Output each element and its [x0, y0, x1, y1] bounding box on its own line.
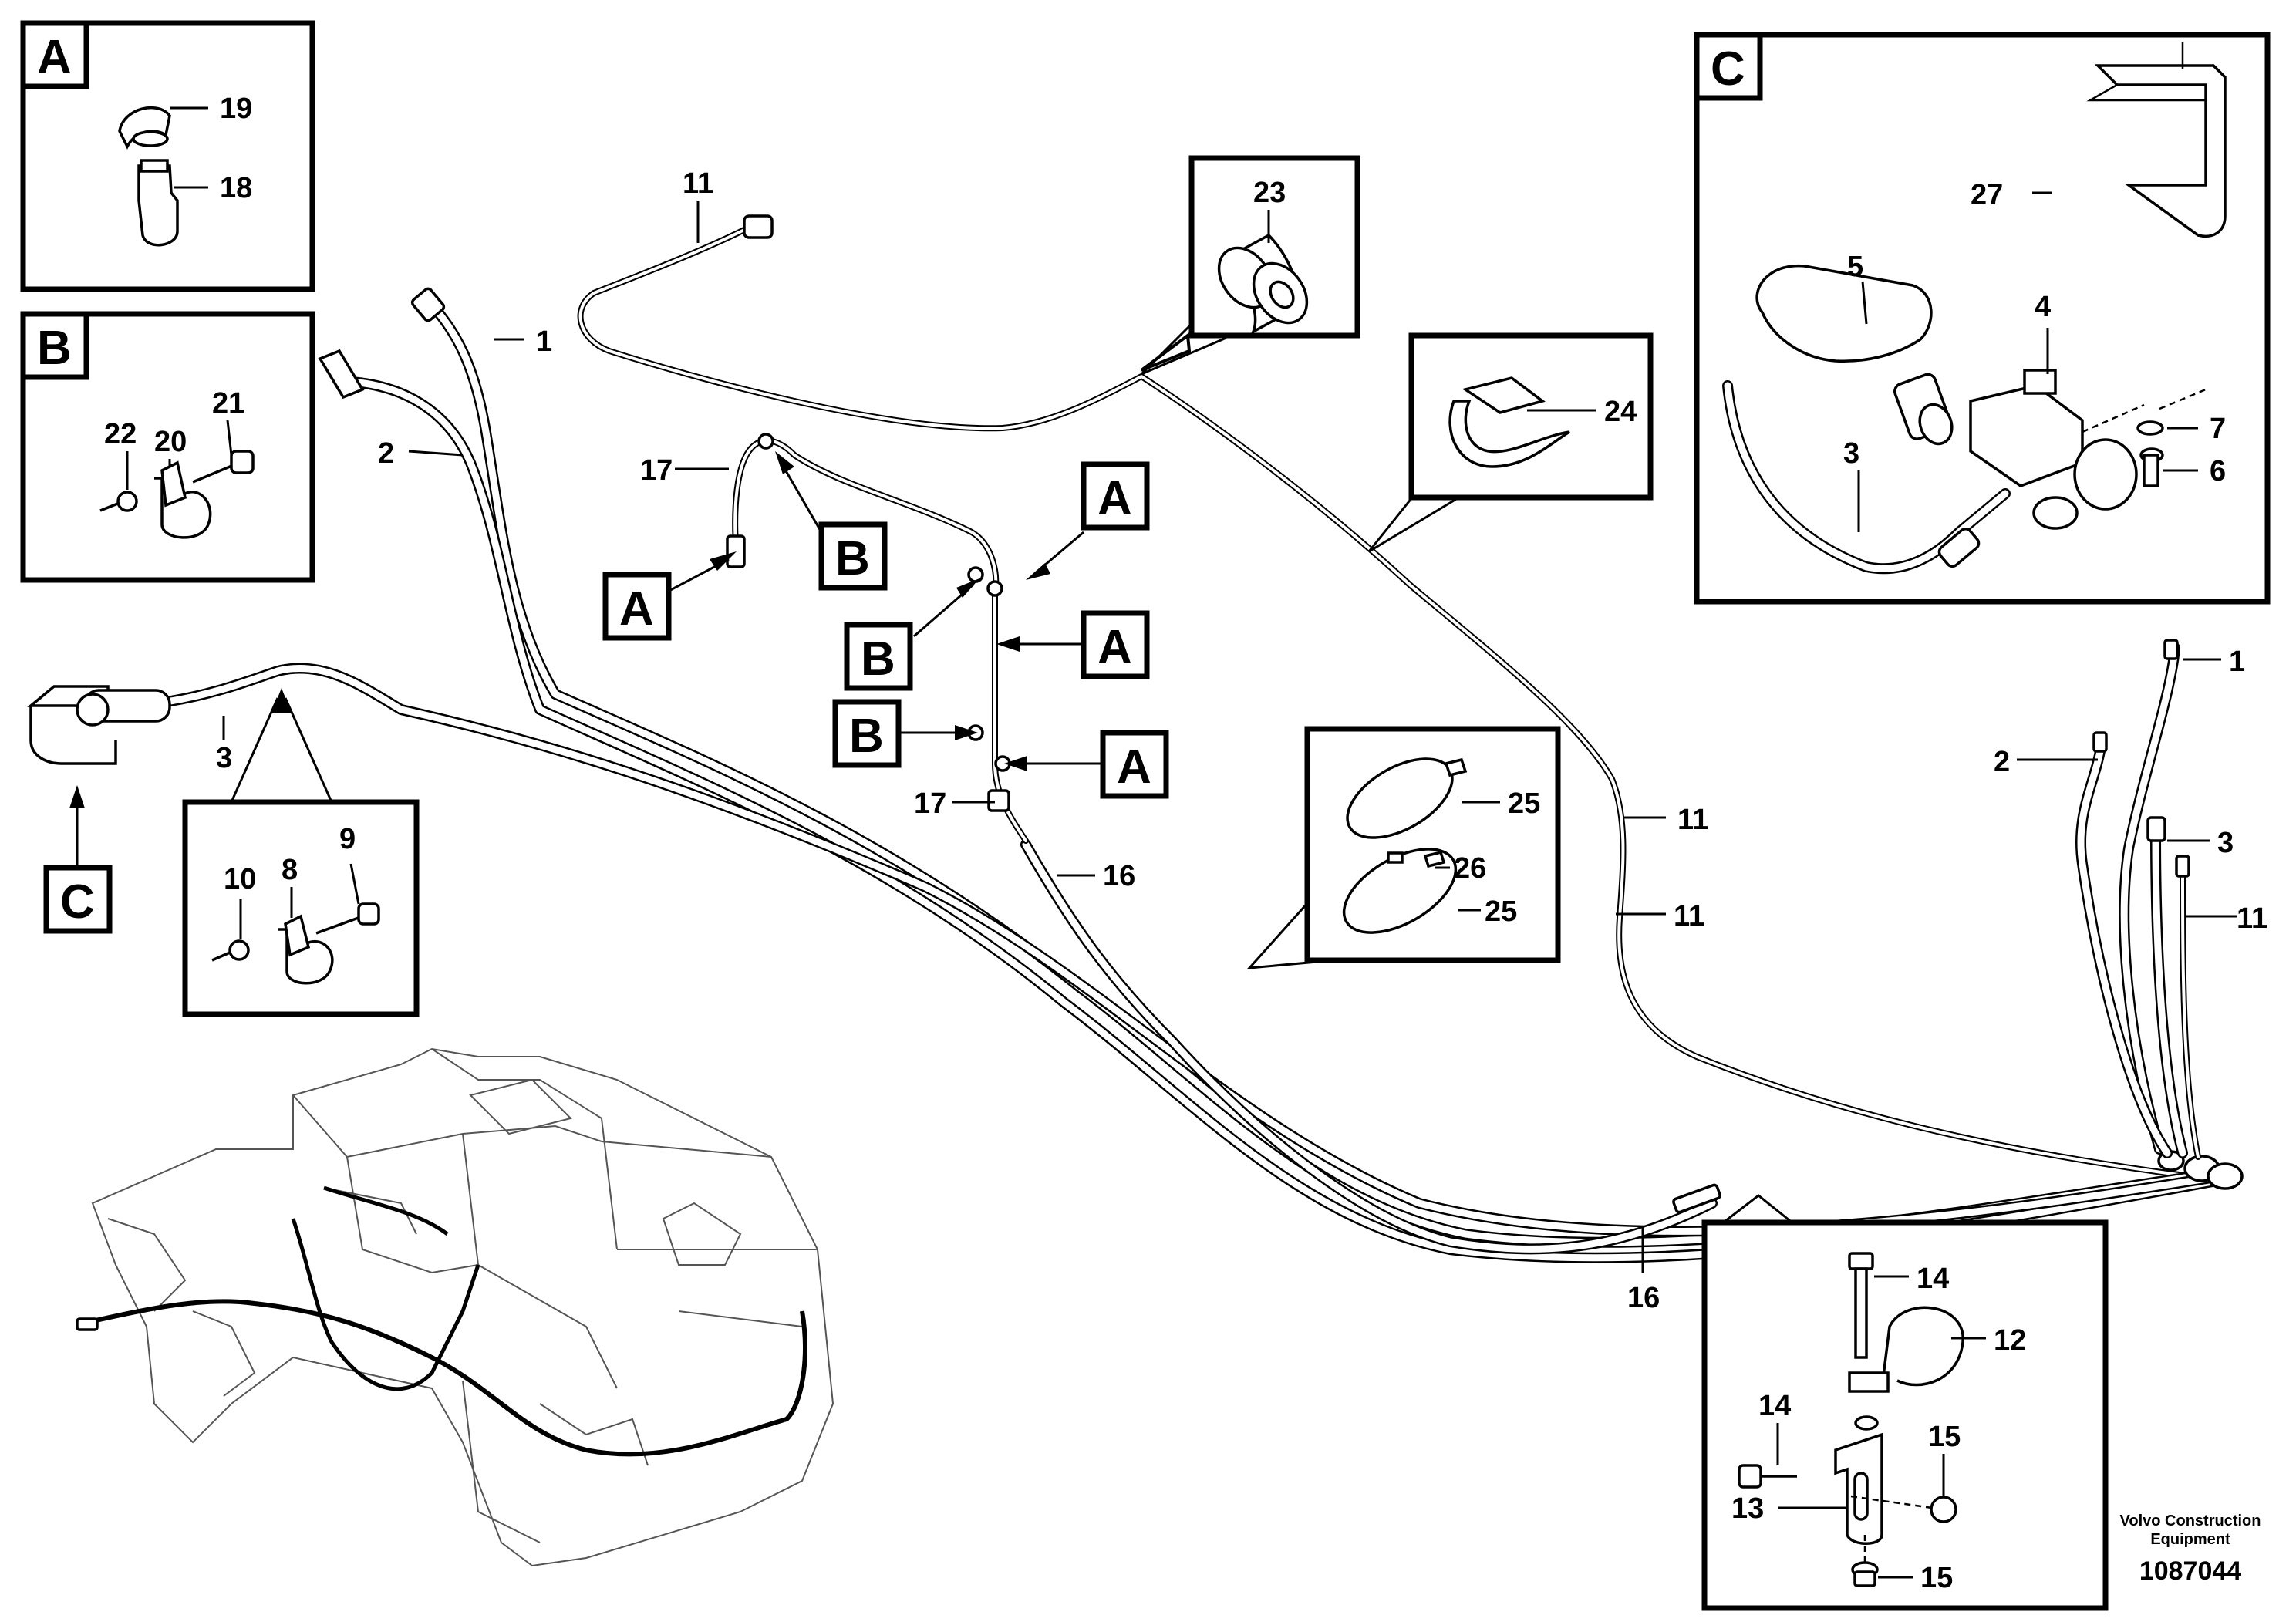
svg-text:9: 9 — [339, 823, 356, 855]
callout-5: 5 — [1847, 251, 1863, 283]
detail-box-clamp-8: 10 8 9 — [182, 688, 420, 1017]
svg-text:24: 24 — [1604, 396, 1637, 428]
detail-box-b: B 22 20 21 — [20, 311, 315, 583]
svg-text:B: B — [861, 632, 895, 686]
machine-overview-sketch — [76, 1047, 834, 1567]
callout-27: 27 — [1971, 179, 2003, 211]
callout-hose-11-mid-a: 11 — [1677, 804, 1708, 836]
svg-text:A: A — [1097, 472, 1132, 525]
pipe-17-nut — [726, 534, 746, 568]
svg-text:A: A — [1097, 621, 1132, 674]
ref-box-a2 — [1081, 461, 1150, 531]
callout-15-right: 15 — [1928, 1421, 1961, 1453]
ref-box-a4 — [1100, 730, 1169, 799]
callout-15-bottom: 15 — [1920, 1562, 1953, 1594]
callout-6: 6 — [2210, 455, 2226, 487]
detail-box-23: 23 — [1140, 155, 1360, 376]
callout-12: 12 — [1994, 1324, 2026, 1357]
callout-end-1: 1 — [2229, 646, 2245, 678]
ref-box-b1 — [818, 521, 888, 591]
callout-4: 4 — [2035, 291, 2051, 323]
ref-box-c1 — [43, 865, 113, 934]
publisher-name-line2: Equipment — [2150, 1531, 2230, 1548]
hose-3 — [160, 663, 2227, 1237]
callout-hose-16-bottom: 16 — [1627, 1282, 1660, 1314]
detail-box-a: A 19 18 — [20, 20, 315, 292]
accumulator-left — [27, 685, 171, 765]
clip-12 — [1851, 1306, 1964, 1390]
reference-letters: B A A B A B A C — [43, 451, 1169, 934]
valve-18 — [137, 164, 179, 247]
ref-box-b2 — [844, 622, 913, 691]
callout-hose-2-top: 2 — [378, 437, 394, 470]
footer: Volvo Construction Equipment 1087044 — [2120, 1512, 2261, 1586]
svg-text:A: A — [1117, 740, 1151, 794]
svg-text:25: 25 — [1508, 787, 1540, 820]
svg-text:B: B — [835, 532, 870, 585]
pipe-clamps — [757, 433, 1011, 812]
callout-pipe-17-top: 17 — [640, 454, 673, 487]
svg-text:B: B — [849, 710, 884, 763]
ref-box-a1 — [602, 572, 672, 641]
detail-box-25-26: 25 26 25 — [1246, 726, 1561, 969]
callout-hose-3-left: 3 — [216, 742, 232, 774]
publisher-name: Volvo Construction — [2120, 1512, 2261, 1529]
callout-hose-11-top: 11 — [683, 167, 713, 200]
callout-pipe-17-bottom: 17 — [914, 787, 946, 820]
callout-hose-11-mid-b: 11 — [1674, 900, 1704, 932]
callout-14-left: 14 — [1758, 1390, 1791, 1422]
callout-14-top: 14 — [1917, 1263, 1949, 1295]
accumulator-5 — [1755, 264, 1933, 363]
callout-hose-1-top: 1 — [536, 325, 552, 358]
svg-text:B: B — [37, 322, 72, 375]
svg-text:C: C — [1711, 42, 1745, 96]
hose-2-elbow-fitting — [318, 349, 365, 400]
svg-text:8: 8 — [282, 854, 298, 886]
svg-text:C: C — [60, 875, 95, 929]
svg-text:18: 18 — [220, 172, 252, 204]
document-number: 1087044 — [2139, 1556, 2241, 1586]
bracket-27 — [2094, 64, 2227, 238]
svg-text:26: 26 — [1454, 852, 1486, 885]
hose-16-sleeve — [1672, 1183, 1721, 1214]
svg-text:23: 23 — [1253, 177, 1286, 209]
bundle-clamp-right — [2157, 1150, 2244, 1190]
main-callout-leaders — [222, 201, 2237, 1273]
ref-box-a3 — [1081, 610, 1150, 679]
callout-end-11: 11 — [2237, 902, 2267, 935]
main-callout-labels: 1 2 11 17 17 16 3 11 11 1 2 3 11 16 — [216, 167, 2267, 1314]
callout-13: 13 — [1731, 1492, 1764, 1525]
svg-text:22: 22 — [104, 418, 137, 450]
callout-7: 7 — [2210, 413, 2226, 445]
svg-text:10: 10 — [224, 863, 256, 895]
detail-box-c: C 27 5 4 7 6 3 — [1694, 32, 2271, 605]
svg-text:A: A — [37, 31, 72, 84]
hose-1-end-fitting — [410, 287, 446, 322]
callout-end-3: 3 — [2217, 827, 2234, 859]
hose-11-end-fitting — [743, 214, 774, 239]
ref-box-b3 — [832, 699, 902, 768]
svg-text:A: A — [619, 582, 654, 636]
svg-text:19: 19 — [220, 93, 252, 125]
svg-text:21: 21 — [212, 387, 244, 420]
machine-hose-routing — [84, 1299, 807, 1457]
detail-box-bracket-12: 14 12 14 15 13 15 — [1701, 1194, 2109, 1611]
svg-text:25: 25 — [1485, 895, 1517, 928]
detail-box-24: 24 — [1367, 332, 1654, 553]
callout-end-2: 2 — [1994, 746, 2010, 778]
callout-3-c: 3 — [1843, 437, 1859, 470]
callout-hose-16-mid: 16 — [1103, 860, 1135, 892]
svg-text:20: 20 — [154, 426, 187, 458]
